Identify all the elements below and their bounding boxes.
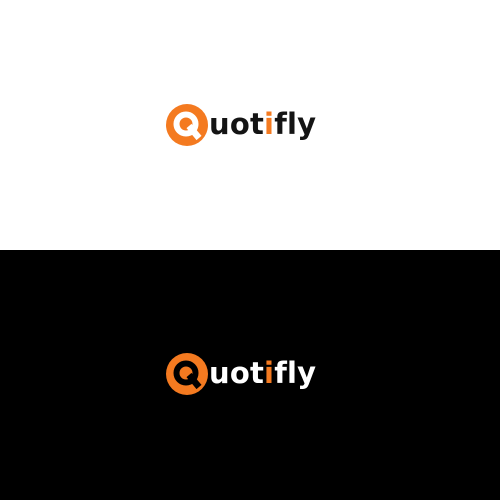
wordmark-pre: uot xyxy=(209,356,265,390)
quotifly-logo-light: uotifly xyxy=(166,104,316,146)
q-circle-icon xyxy=(166,353,208,395)
wordmark-accent-letter: i xyxy=(264,107,275,141)
light-background-panel: uotifly xyxy=(166,104,317,146)
wordmark-pre: uot xyxy=(209,107,265,141)
wordmark-post: fly xyxy=(274,356,317,390)
dark-background-panel: uotifly xyxy=(0,250,500,500)
wordmark: uotifly xyxy=(209,103,316,145)
wordmark-accent-letter: i xyxy=(264,356,275,390)
quotifly-logo-dark: uotifly xyxy=(166,353,316,395)
q-circle-icon xyxy=(166,104,208,146)
wordmark: uotifly xyxy=(209,352,316,394)
wordmark-post: fly xyxy=(274,107,317,141)
